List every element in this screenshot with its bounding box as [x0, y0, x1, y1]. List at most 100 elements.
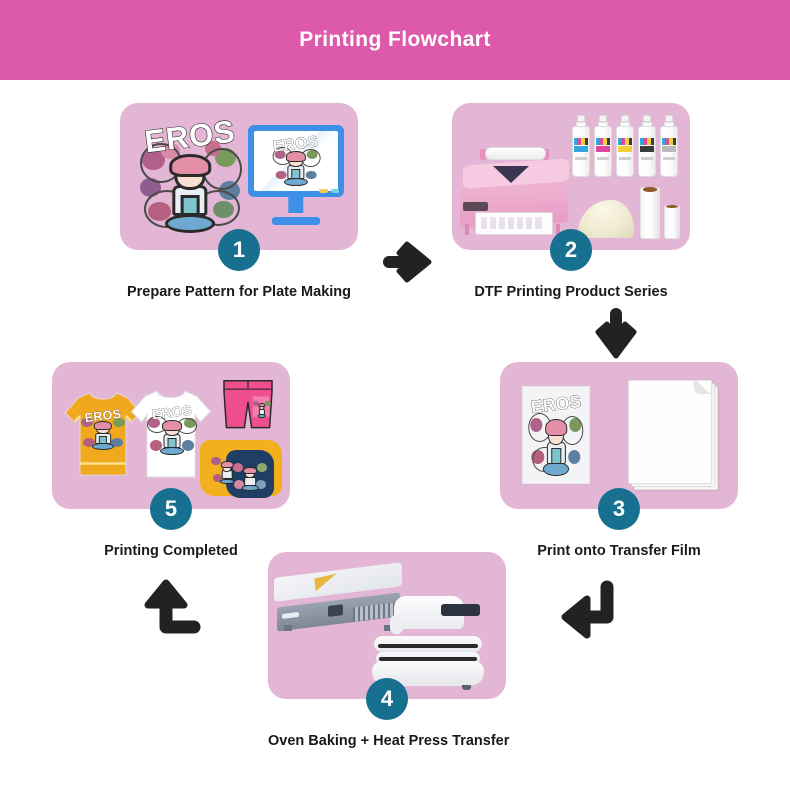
monitor-neck	[288, 197, 304, 213]
eros-artwork-illustration: EROS	[138, 113, 242, 235]
art-body	[258, 408, 265, 415]
bottle-body	[616, 126, 634, 177]
yellow-tshirt: EROS	[62, 388, 144, 480]
flow-step-1[interactable]: EROS	[120, 103, 358, 300]
art-dress	[98, 436, 108, 444]
art-flower	[255, 480, 266, 490]
heat-press-machine	[372, 594, 484, 690]
arrow-step4-to-step5	[136, 575, 206, 645]
roll-tube	[664, 205, 680, 239]
page-title: Printing Flowchart	[299, 28, 491, 51]
step-5-badge: 5	[150, 488, 192, 530]
printer-control-panel	[462, 201, 488, 211]
art-flower	[568, 450, 581, 464]
roll-core	[666, 205, 678, 209]
step-4-label: Oven Baking + Heat Press Transfer	[268, 733, 510, 749]
art-base	[241, 485, 259, 491]
transfer-film-roll-small	[664, 205, 680, 239]
art-hair	[243, 467, 257, 475]
art-base	[165, 213, 215, 233]
art-base	[159, 446, 184, 455]
bottle-label-band	[639, 145, 655, 152]
flow-step-2[interactable]: 2 DTF Printing Product Series	[452, 103, 690, 300]
eros-wordmark: EROS	[529, 391, 583, 418]
printed-sheet	[526, 216, 533, 230]
printed-sheet	[480, 216, 487, 230]
bottle-label-text	[574, 157, 588, 161]
hot-melt-powder	[578, 200, 634, 238]
blank-film-stack	[628, 380, 718, 490]
press-upper-gap	[377, 643, 479, 648]
arrow-step1-to-step2	[381, 238, 433, 286]
art-hair	[169, 153, 211, 178]
eros-print-on-garment: EROS	[80, 407, 126, 450]
ink-bottles-group	[572, 115, 678, 177]
press-foot	[461, 685, 471, 690]
art-flower	[275, 170, 287, 179]
printed-sheet	[508, 216, 515, 230]
art-dress	[180, 194, 200, 217]
step-1-card: EROS	[120, 103, 358, 271]
eros-print-on-pillow	[232, 457, 268, 492]
film-corner-curl	[693, 380, 712, 395]
step-1-badge: 1	[218, 229, 260, 271]
art-flower	[80, 417, 93, 427]
printed-sheet	[535, 216, 542, 230]
art-dress	[291, 169, 301, 179]
flow-step-3[interactable]: EROS 3 Print onto Transfer Film	[500, 362, 738, 559]
bottle-label-text	[596, 157, 610, 161]
bottle-label-colors	[573, 137, 589, 145]
art-flower	[113, 417, 126, 427]
art-flower	[111, 437, 124, 448]
step-4-card: 4	[268, 552, 506, 720]
page-header: Printing Flowchart	[0, 0, 790, 80]
powder-shaker-oven	[274, 562, 402, 632]
printed-transfer-film: EROS	[522, 386, 590, 484]
step-3-label: Print onto Transfer Film	[537, 543, 701, 559]
art-flower	[181, 440, 194, 451]
art-hair	[286, 150, 306, 162]
art-hair	[258, 403, 266, 408]
monitor-eros-preview: EROS	[272, 133, 321, 188]
monitor-indicator-cyan	[330, 189, 340, 193]
art-flower	[265, 400, 271, 407]
art-flower	[212, 473, 223, 483]
printer-leg	[555, 224, 560, 235]
art-base	[257, 414, 267, 418]
desktop-monitor: EROS	[248, 125, 344, 225]
art-hair	[93, 421, 113, 430]
printer-roll-pin	[480, 148, 487, 160]
step-5-card: EROS	[52, 362, 290, 530]
flow-step-4[interactable]: 4 Oven Baking + Heat Press Transfer	[268, 552, 510, 749]
art-flower	[211, 457, 221, 466]
pink-shorts	[218, 376, 278, 436]
printed-sheet	[517, 216, 524, 230]
bottle-body	[572, 126, 590, 177]
press-lower-gap	[378, 657, 478, 662]
printer-head-cover	[492, 166, 529, 184]
art-hair	[161, 420, 182, 431]
bottle-label-colors	[617, 137, 633, 145]
bottle-label-band	[661, 145, 677, 152]
bottle-label-colors	[639, 137, 655, 145]
art-base	[91, 442, 114, 450]
monitor-frame: EROS	[248, 125, 344, 197]
ink-bottle-white	[660, 115, 678, 177]
bottle-label-band	[617, 145, 633, 152]
monitor-indicator-yellow	[319, 189, 328, 193]
printer-feed-roll	[485, 147, 546, 160]
art-flower	[256, 462, 268, 472]
art-dress	[167, 438, 177, 448]
printed-sheet	[489, 216, 496, 230]
art-flower	[82, 437, 95, 448]
art-hair	[544, 418, 568, 436]
flow-step-5[interactable]: EROS	[52, 362, 290, 559]
ink-bottle-yellow	[616, 115, 634, 177]
bottle-body	[638, 126, 656, 177]
art-dress	[551, 448, 561, 464]
monitor-stand	[272, 217, 320, 225]
step-3-badge: 3	[598, 488, 640, 530]
navy-pillow	[226, 450, 274, 498]
bottle-label-colors	[661, 137, 677, 145]
dtf-printer	[460, 135, 586, 239]
